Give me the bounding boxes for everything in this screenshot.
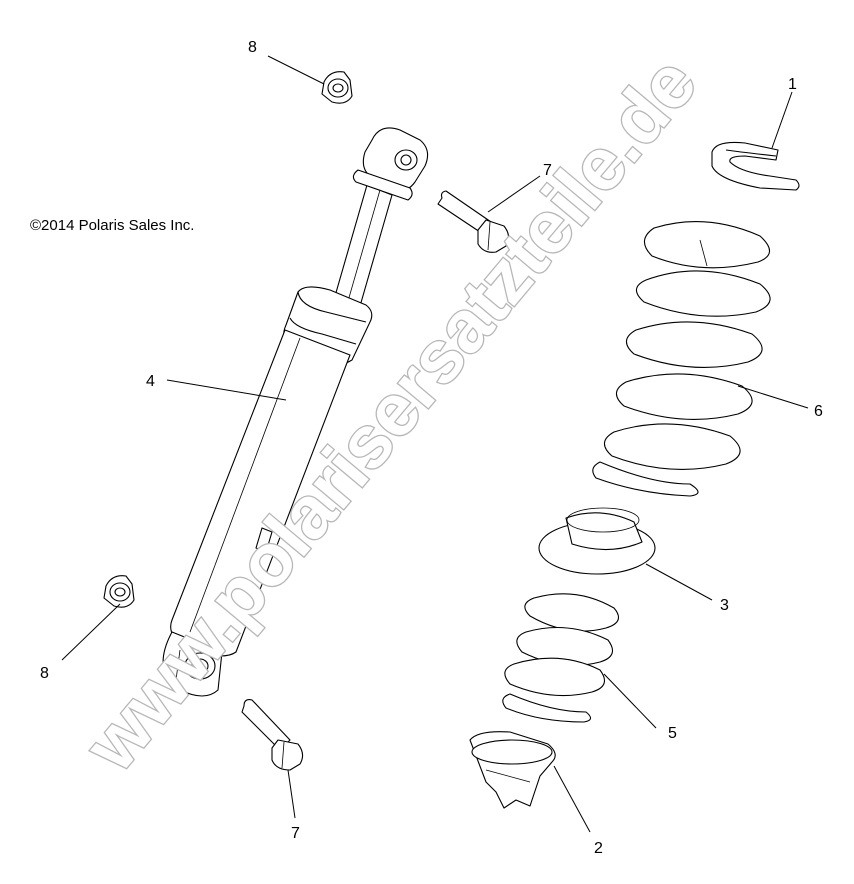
bolt-top: [437, 190, 510, 253]
copyright-text: ©2014 Polaris Sales Inc.: [30, 217, 194, 234]
callout-7-top: 7: [543, 162, 552, 179]
callout-5: 5: [668, 725, 677, 742]
callout-8-bottom: 8: [40, 665, 49, 682]
shock-absorber: [162, 127, 429, 697]
flange-nut-bottom: [103, 575, 135, 608]
bolt-bottom: [241, 699, 304, 771]
callout-6: 6: [814, 403, 823, 420]
main-coil-spring: [592, 221, 771, 497]
callout-1: 1: [788, 76, 797, 93]
callout-4: 4: [146, 373, 155, 390]
callout-8-top: 8: [248, 39, 257, 56]
callout-2: 2: [594, 840, 603, 857]
retaining-clip: [711, 141, 800, 191]
flange-nut-top: [321, 71, 353, 104]
spring-retainer: [469, 731, 556, 809]
callout-3: 3: [720, 597, 729, 614]
leader-lines: [61, 55, 809, 833]
spring-seat: [538, 507, 656, 575]
callout-7-bottom: 7: [291, 825, 300, 842]
lower-coil-spring: [502, 593, 620, 723]
